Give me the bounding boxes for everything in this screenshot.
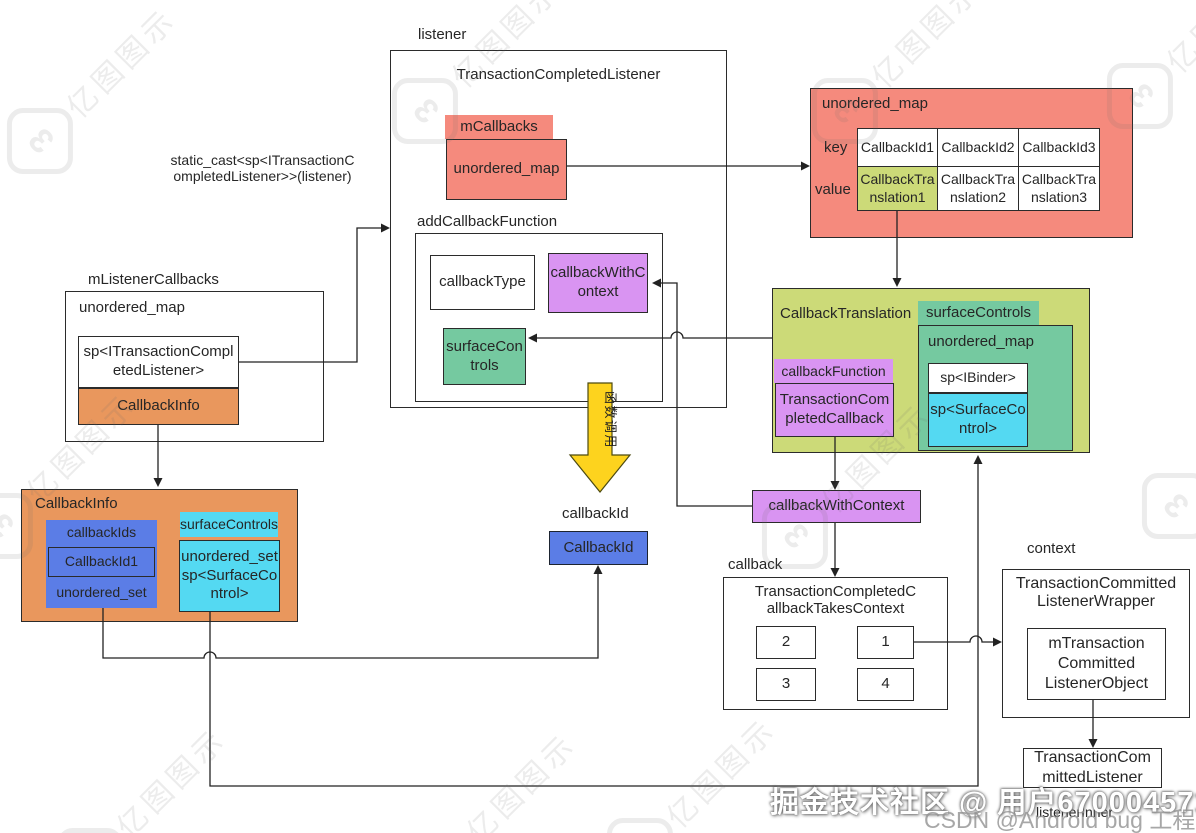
static-cast-note: static_cast<sp<ITransactionC ompletedLis… (170, 152, 355, 184)
id-map-key-label: key (824, 139, 848, 156)
callback-id1-box: CallbackId1 (48, 547, 155, 577)
sp-itransaction-listener-box: sp<ITransactionCompletedListener> (78, 336, 239, 388)
add-callback-function-label: addCallbackFunction (417, 213, 558, 230)
listener-title: TransactionCompletedListener (456, 66, 661, 83)
edraw-watermark-text: 亿图图示 (461, 727, 584, 833)
edraw-watermark-text: 亿图图示 (1161, 0, 1196, 80)
callback-takes-context-title: TransactionCompletedC allbackTakesContex… (754, 583, 917, 617)
info-surface-controls-box: unordered_set sp<SurfaceControl> (179, 540, 280, 612)
csdn-watermark: CSDN @Android bug 工程师 (924, 807, 1196, 833)
translation-map-label: unordered_map (928, 333, 1034, 350)
edraw-logo-icon: 3 (1141, 473, 1196, 540)
mlistener-map-label: unordered_map (79, 299, 185, 316)
callback-arg-box: 3 (756, 668, 816, 701)
callback-arg-box: 2 (756, 626, 816, 659)
id-map-value-cell: CallbackTranslation3 (1018, 166, 1100, 211)
edraw-watermark: 3 亿图图示 (43, 708, 242, 833)
id-map-label: unordered_map (822, 95, 928, 112)
id-map-value-label: value (815, 181, 851, 198)
listener-unordered-map-box: unordered_map (446, 139, 567, 200)
id-map-key-cell: CallbackId3 (1018, 128, 1100, 167)
edraw-watermark: 3 亿图图示 (593, 698, 792, 833)
context-label: context (1027, 540, 1076, 557)
edraw-watermark: 3 亿图图示 (393, 713, 592, 833)
id-map-key-cell: CallbackId2 (937, 128, 1019, 167)
info-surface-controls-tag: surfaceControls (180, 512, 278, 537)
edraw-watermark-text: 亿图图示 (111, 722, 234, 833)
callback-label: callback (728, 556, 783, 573)
listener-label: listener (418, 26, 467, 43)
id-map-value-cell: CallbackTranslation2 (937, 166, 1019, 211)
callback-id-label: callbackId (562, 505, 629, 522)
callback-arg-box: 1 (857, 626, 914, 659)
sp-ibinder-box: sp<IBinder> (928, 363, 1028, 393)
listener-inner-label: listenerInner (1036, 804, 1114, 820)
mlistener-callbacks-label: mListenerCallbacks (88, 271, 219, 288)
callback-id-box: CallbackId (549, 531, 648, 565)
surface-controls-param-box: surfaceControls (443, 328, 526, 385)
callback-with-context-box: callbackWithContext (752, 490, 921, 523)
callback-type-box: callbackType (430, 255, 535, 310)
transaction-completed-callback-box: TransactionCompletedCallback (775, 383, 894, 437)
callback-ids-set-tag: unordered_set (56, 583, 147, 600)
callback-function-tag: callbackFunction (774, 359, 893, 383)
edraw-logo-icon: 3 (606, 818, 673, 833)
sp-surface-control-box: sp<SurfaceControl> (928, 393, 1028, 447)
callback-info-label: CallbackInfo (35, 495, 118, 512)
edraw-watermark: 3 亿图图示 (1128, 353, 1196, 552)
callback-arg-box: 4 (857, 668, 914, 701)
edraw-watermark-text: 亿图图示 (866, 0, 989, 95)
edraw-watermark-text: 亿图图示 (61, 2, 184, 125)
committed-listener-wrapper-title: TransactionCommitted ListenerWrapper (1015, 575, 1177, 610)
callback-with-context-param-box: callbackWithContext (548, 253, 648, 313)
callback-translation-label: CallbackTranslation (780, 305, 912, 322)
translation-surface-controls-tag: surfaceControls (918, 301, 1039, 325)
edraw-watermark-text: 亿图图示 (661, 712, 784, 833)
transaction-committed-listener-box: TransactionCom mittedListener (1023, 748, 1162, 788)
edraw-watermark-text: 亿图图示 (1190, 361, 1196, 491)
m-transaction-committed-listener-object-box: mTransaction Committed ListenerObject (1027, 628, 1166, 700)
callback-ids-tag: callbackIds (66, 523, 137, 540)
juejin-watermark: 掘金技术社区 @ 用户67000457180 (770, 787, 1196, 819)
mcallbacks-tag: mCallbacks (445, 115, 553, 139)
edraw-logo-icon: 3 (6, 108, 73, 175)
id-map-key-cell: CallbackId1 (857, 128, 938, 167)
callback-info-ref-box: CallbackInfo (78, 388, 239, 425)
edraw-logo-icon: 3 (56, 828, 123, 833)
id-map-value-cell: CallbackTranslation1 (857, 166, 938, 211)
